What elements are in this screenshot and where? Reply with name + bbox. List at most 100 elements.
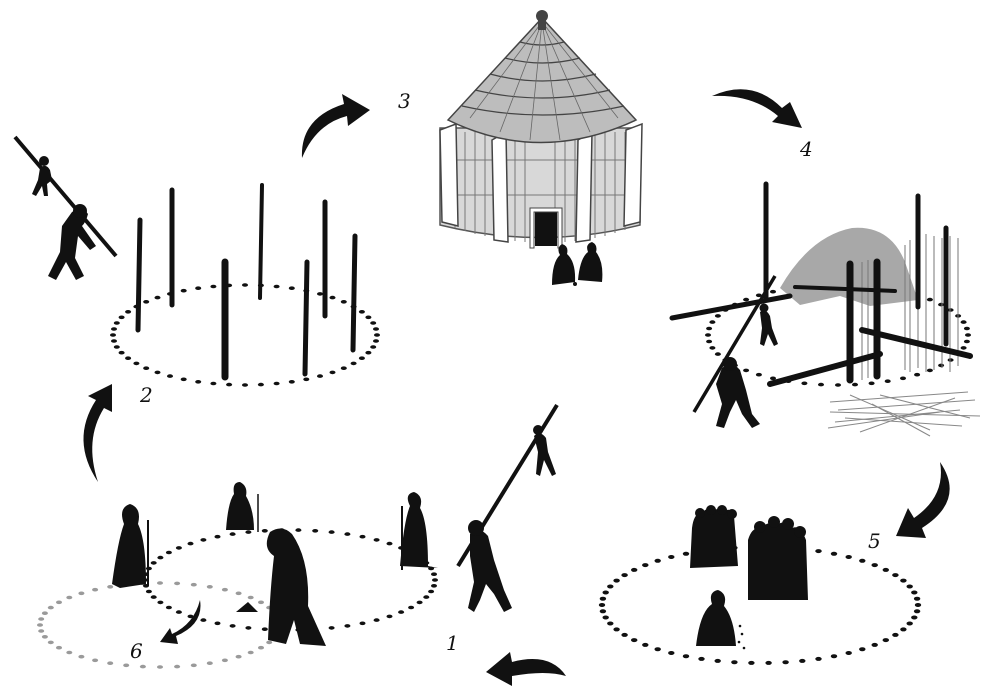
ground-hole-dot bbox=[709, 320, 715, 324]
ground-hole-dot bbox=[782, 660, 788, 664]
ground-hole-dot bbox=[964, 327, 970, 331]
ground-hole-dot bbox=[907, 585, 913, 589]
step-number-6: 6 bbox=[130, 639, 143, 663]
ground-hole-dot bbox=[387, 615, 393, 619]
ground-hole-dot bbox=[78, 655, 84, 659]
ground-hole-dot bbox=[143, 366, 149, 370]
ground-hole-dot bbox=[621, 633, 627, 637]
ground-hole-dot bbox=[56, 646, 62, 650]
ground-hole-dot bbox=[258, 383, 264, 387]
man-carrying-pole-figure bbox=[48, 209, 96, 280]
ground-hole-dot bbox=[360, 535, 366, 539]
ground-hole-dot bbox=[200, 538, 206, 542]
ground-hole-dot bbox=[655, 647, 661, 651]
ground-hole-dot bbox=[242, 283, 248, 287]
ground-hole-dot bbox=[387, 542, 393, 546]
ground-hole-dot bbox=[360, 622, 366, 626]
ground-hole-dot bbox=[621, 573, 627, 577]
ground-hole-dot bbox=[248, 651, 254, 655]
ground-hole-dot bbox=[157, 556, 163, 560]
ground-hole-dot bbox=[668, 651, 674, 655]
ground-hole-dot bbox=[174, 665, 180, 669]
ground-hole-dot bbox=[831, 654, 837, 658]
ground-hole-dot bbox=[748, 661, 754, 665]
ground-hole-dot bbox=[938, 364, 944, 368]
ground-hole-dot bbox=[431, 572, 437, 576]
ground-hole-dot bbox=[668, 555, 674, 559]
ground-hole-dot bbox=[706, 327, 712, 331]
ground-hole-dot bbox=[48, 641, 54, 645]
ground-hole-dot bbox=[289, 286, 295, 290]
man-pushing-pole-figure bbox=[716, 364, 760, 428]
ground-hole-dot bbox=[230, 624, 236, 628]
ground-hole-dot bbox=[801, 382, 807, 386]
ground-hole-dot bbox=[42, 611, 48, 615]
ground-hole-dot bbox=[119, 351, 125, 355]
ground-hole-dot bbox=[107, 585, 113, 589]
ground-hole-dot bbox=[166, 551, 172, 555]
ground-hole-dot bbox=[961, 346, 967, 350]
ground-hole-dot bbox=[770, 290, 776, 294]
ground-hole-dot bbox=[374, 618, 380, 622]
ground-hole-dot bbox=[351, 362, 357, 366]
ground-hole-dot bbox=[374, 333, 380, 337]
ground-hole-dot bbox=[289, 380, 295, 384]
ground-hole-dot bbox=[210, 382, 216, 386]
ground-hole-dot bbox=[431, 584, 437, 588]
ground-hole-dot bbox=[683, 552, 689, 556]
ground-hole-dot bbox=[709, 346, 715, 350]
ground-hole-dot bbox=[428, 590, 434, 594]
ground-hole-dot bbox=[715, 314, 721, 318]
ground-marking-stage bbox=[37, 405, 557, 669]
ground-hole-dot bbox=[195, 286, 201, 290]
ground-hole-dot bbox=[155, 296, 161, 300]
ground-hole-dot bbox=[200, 618, 206, 622]
ground-hole-dot bbox=[927, 369, 933, 373]
ground-hole-dot bbox=[329, 626, 335, 630]
small-man-figure bbox=[534, 433, 556, 476]
ground-hole-dot bbox=[245, 626, 251, 630]
ground-hole-dot bbox=[295, 528, 301, 532]
ground-hole-dot bbox=[655, 559, 661, 563]
ground-hole-dot bbox=[799, 659, 805, 663]
small-man-figure bbox=[32, 166, 52, 196]
ground-hole-dot bbox=[188, 542, 194, 546]
ground-hole-dot bbox=[907, 622, 913, 626]
ground-hole-dot bbox=[215, 622, 221, 626]
ground-hole-dot bbox=[236, 655, 242, 659]
frame-raising-stage bbox=[672, 184, 980, 436]
ground-hole-dot bbox=[831, 552, 837, 556]
ground-hole-dot bbox=[66, 651, 72, 655]
ground-hole-dot bbox=[815, 549, 821, 553]
ground-hole-dot bbox=[883, 568, 889, 572]
ground-hole-dot bbox=[236, 592, 242, 596]
ground-hole-dot bbox=[914, 609, 920, 613]
ground-hole-dot bbox=[123, 664, 129, 668]
ground-hole-dot bbox=[852, 383, 858, 387]
ground-hole-dot bbox=[915, 603, 921, 607]
ground-hole-dot bbox=[964, 340, 970, 344]
ground-hole-dot bbox=[329, 530, 335, 534]
ground-hole-dot bbox=[756, 373, 762, 377]
ground-hole-dot bbox=[344, 532, 350, 536]
ground-hole-dot bbox=[210, 285, 216, 289]
ground-hole-dot bbox=[133, 362, 139, 366]
ground-hole-dot bbox=[140, 665, 146, 669]
ground-hole-dot bbox=[885, 379, 891, 383]
ground-hole-dot bbox=[846, 651, 852, 655]
step-number-4: 4 bbox=[799, 137, 813, 161]
ground-hole-dot bbox=[631, 568, 637, 572]
ground-hole-dot bbox=[914, 597, 920, 601]
arrow-4-icon bbox=[712, 89, 802, 128]
ground-hole-dot bbox=[119, 316, 125, 320]
ground-hole-dot bbox=[262, 529, 268, 533]
ground-hole-dot bbox=[37, 623, 43, 627]
tool-figure bbox=[236, 602, 258, 612]
ground-hole-dot bbox=[303, 378, 309, 382]
ground-hole-dot bbox=[266, 641, 272, 645]
ground-hole-dot bbox=[207, 661, 213, 665]
ground-hole-dot bbox=[715, 659, 721, 663]
ground-hole-dot bbox=[38, 629, 44, 633]
ground-hole-dot bbox=[423, 595, 429, 599]
